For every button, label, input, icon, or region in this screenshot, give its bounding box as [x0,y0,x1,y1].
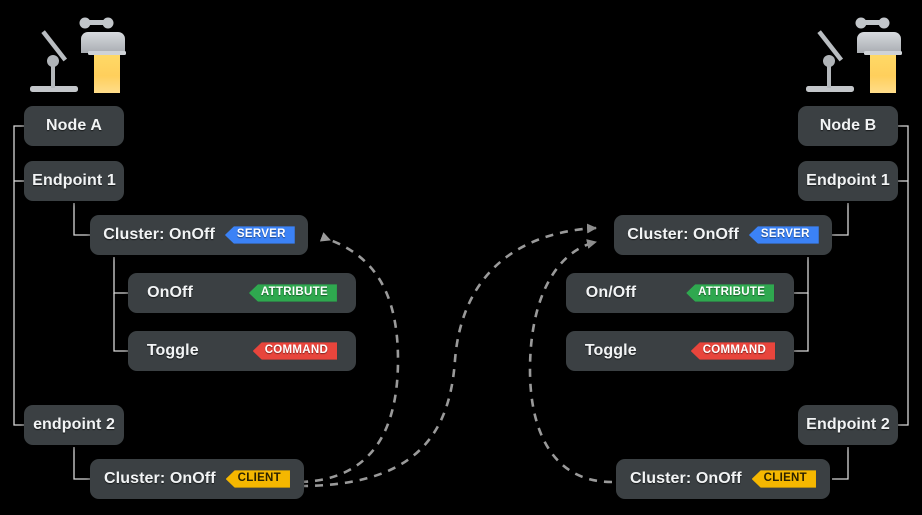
right-endpoint-1-box[interactable]: Endpoint 1 [798,161,898,201]
left-attribute-label: OnOff [147,284,193,301]
left-endpoint-1-label: Endpoint 1 [32,172,116,189]
node-b-box[interactable]: Node B [798,106,898,146]
node-b-label: Node B [819,117,877,134]
left-cluster-onoff-client-box[interactable]: Cluster: OnOff CLIENT [90,459,304,499]
right-command-toggle-box[interactable]: Toggle COMMAND [566,331,794,371]
right-attribute-onoff-box[interactable]: On/Off ATTRIBUTE [566,273,794,313]
node-a-label: Node A [45,117,102,134]
client-badge-right: CLIENT [751,470,816,488]
server-badge-left: SERVER [224,226,295,244]
left-command-label: Toggle [146,342,199,359]
left-cluster-onoff-server-box[interactable]: Cluster: OnOff SERVER [90,215,308,255]
command-badge-right: COMMAND [690,342,776,360]
left-endpoint-2-label: endpoint 2 [33,416,115,433]
command-badge-left: COMMAND [252,342,338,360]
right-cluster-onoff-client-box[interactable]: Cluster: OnOff CLIENT [616,459,830,499]
right-attribute-label: On/Off [585,284,637,301]
left-endpoint-2-box[interactable]: endpoint 2 [24,405,124,445]
attribute-badge-left: ATTRIBUTE [248,284,337,302]
right-cluster-client-label: Cluster: OnOff [630,470,742,487]
right-endpoint-2-box[interactable]: Endpoint 2 [798,405,898,445]
desk-lamp-icon-right [798,8,908,100]
right-cluster-server-label: Cluster: OnOff [627,226,739,243]
left-attribute-onoff-box[interactable]: OnOff ATTRIBUTE [128,273,356,313]
desk-lamp-icon-left [22,8,132,100]
left-command-toggle-box[interactable]: Toggle COMMAND [128,331,356,371]
right-command-label: Toggle [584,342,637,359]
server-badge-right: SERVER [748,226,819,244]
node-a-box[interactable]: Node A [24,106,124,146]
left-endpoint-1-box[interactable]: Endpoint 1 [24,161,124,201]
attribute-badge-right: ATTRIBUTE [686,284,775,302]
right-cluster-onoff-server-box[interactable]: Cluster: OnOff SERVER [614,215,832,255]
right-endpoint-1-label: Endpoint 1 [806,172,890,189]
client-badge-left: CLIENT [225,470,290,488]
left-cluster-client-label: Cluster: OnOff [104,470,216,487]
left-cluster-server-label: Cluster: OnOff [103,226,215,243]
right-endpoint-2-label: Endpoint 2 [806,416,890,433]
